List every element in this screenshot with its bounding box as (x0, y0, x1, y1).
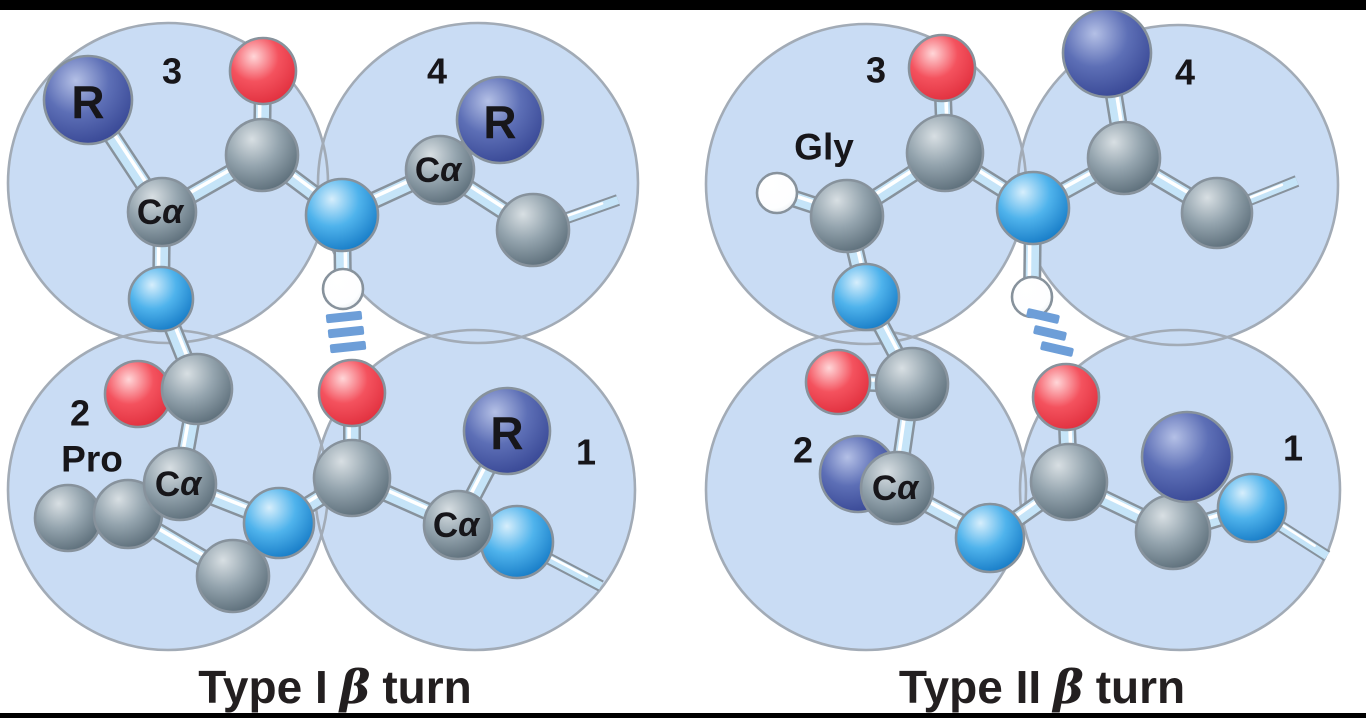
hydrogen-bond (325, 310, 367, 354)
residue-circle-4-outline (316, 21, 640, 345)
atom-label-Ca2: Cα (155, 465, 203, 504)
carbon-atom-C2 (160, 352, 234, 426)
hydrogen-bond (1026, 308, 1074, 357)
residue-name-gly: Gly (794, 127, 854, 168)
oxygen-atom-O2 (804, 348, 872, 416)
carbon-atom-C1 (1029, 442, 1109, 522)
residue-number-3: 3 (162, 51, 182, 92)
carbon-atom-Ca2 (859, 450, 935, 526)
nitrogen-atom-N3 (831, 262, 901, 332)
atom-label-R3: R (71, 76, 104, 128)
residue-name-pro: Pro (61, 439, 123, 480)
carbon-atom-C4 (1180, 176, 1254, 250)
oxygen-atom-O3 (907, 33, 977, 103)
hydrogen-atom-H4 (321, 267, 365, 311)
residue-number-2: 2 (793, 430, 813, 471)
nitrogen-atom-N1 (1216, 472, 1288, 544)
carbon-atom-C1 (312, 438, 392, 518)
carbon-atom-Cg2 (33, 483, 103, 553)
atom-label-Ca3: Cα (137, 193, 185, 232)
carbon-atom-C4 (495, 192, 571, 268)
carbon-atom-Ca3 (809, 178, 885, 254)
atom-label-Ca1: Cα (433, 506, 481, 545)
nitrogen-atom-N4 (304, 177, 380, 253)
residue-number-4: 4 (1175, 52, 1195, 93)
hydrogen-bond-dash-3 (329, 340, 367, 354)
hydrogen-bond-dash-2 (327, 325, 365, 339)
carbon-atom-C3 (224, 117, 300, 193)
carbon-atom-Ca3 (126, 176, 198, 248)
hydrogen-atom-H3 (755, 171, 799, 215)
atom-label-Ca2: Cα (872, 469, 920, 508)
bottom-border-bar (0, 713, 1366, 718)
residue-circle-1-outline (1018, 328, 1342, 652)
r-group-atom-R4 (1061, 7, 1153, 99)
nitrogen-atom-N4 (995, 170, 1071, 246)
atom-label-Ca4: Cα (415, 151, 463, 190)
oxygen-atom-O1 (1031, 362, 1101, 432)
atom-label-R1: R (490, 407, 523, 459)
hydrogen-bond-dash-1 (1026, 308, 1060, 324)
residue-circle-4-fill (318, 23, 638, 343)
nitrogen-atom-N2 (954, 502, 1026, 574)
top-border-bar (0, 0, 1366, 10)
hydrogen-bond-dash-2 (1033, 325, 1067, 341)
carbon-atom-Cd2 (195, 538, 271, 614)
carbon-atom-Ca1 (1134, 493, 1212, 571)
atom-label-R4: R (483, 96, 516, 148)
residue-number-3: 3 (866, 50, 886, 91)
r-group-atom-R1 (462, 386, 552, 476)
r-group-atom-R3 (42, 54, 134, 146)
residue-number-2: 2 (70, 393, 90, 434)
nitrogen-atom-N3 (127, 265, 195, 333)
hydrogen-bond-dash-1 (325, 310, 363, 324)
oxygen-atom-O3 (228, 36, 298, 106)
carbon-atom-Ca4 (1086, 120, 1162, 196)
nitrogen-atom-N2 (242, 486, 316, 560)
carbon-atom-C2 (874, 346, 950, 422)
residue-number-1: 1 (576, 432, 596, 473)
carbon-atom-Ca4 (404, 134, 476, 206)
r-group-atom-R1 (1140, 410, 1234, 504)
oxygen-atom-O1 (317, 358, 387, 428)
hydrogen-bond-dash-3 (1040, 341, 1074, 357)
carbon-atom-Ca1 (422, 489, 494, 561)
carbon-atom-C3 (905, 113, 985, 193)
carbon-atom-Ca2 (142, 446, 218, 522)
r-group-atom-R4 (455, 75, 545, 165)
residue-number-4: 4 (427, 51, 447, 92)
residue-number-1: 1 (1283, 428, 1303, 469)
